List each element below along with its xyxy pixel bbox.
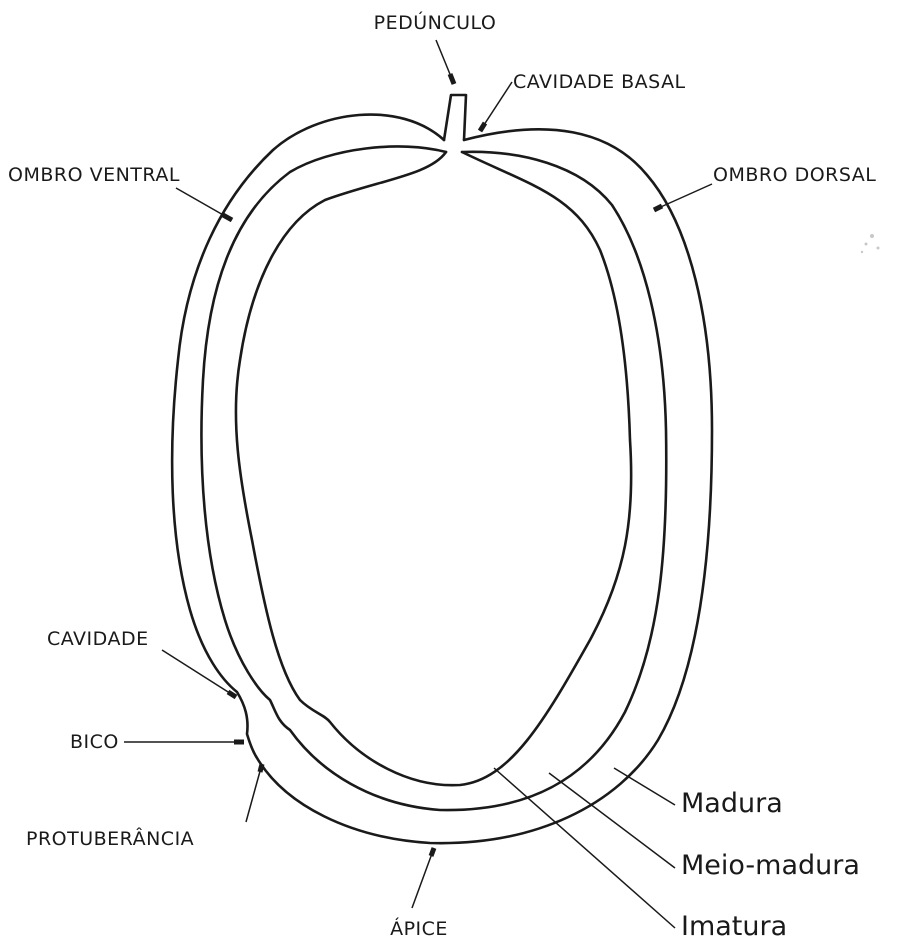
scan-specks [861, 234, 880, 253]
cavity-label: CAVIDADE [47, 628, 149, 650]
half-ripe-stage-label: Meio-madura [681, 850, 860, 881]
label-stage-ripe: Madura [614, 768, 783, 819]
peduncle-label: PEDÚNCULO [374, 10, 497, 34]
outline-half-ripe [201, 146, 666, 810]
peduncle-stem [444, 95, 466, 140]
label-cavity: CAVIDADE [47, 628, 236, 697]
label-peduncle: PEDÚNCULO [374, 10, 497, 84]
outline-immature [236, 152, 631, 785]
label-basal-cavity: CAVIDADE BASAL [480, 71, 686, 131]
label-beak: BICO [70, 731, 244, 753]
ventral-shoulder-label: OMBRO VENTRAL [8, 164, 180, 186]
basal-cavity-label: CAVIDADE BASAL [513, 71, 686, 93]
apex-label: ÁPICE [390, 917, 448, 940]
dorsal-shoulder-label: OMBRO DORSAL [713, 164, 876, 186]
beak-label: BICO [70, 731, 119, 753]
label-dorsal-shoulder: OMBRO DORSAL [654, 164, 876, 210]
label-protuberance: PROTUBERÂNCIA [26, 764, 262, 850]
ripe-stage-label: Madura [681, 788, 783, 819]
label-apex: ÁPICE [390, 848, 448, 940]
protuberance-label: PROTUBERÂNCIA [26, 827, 194, 850]
immature-stage-label: Imatura [681, 911, 787, 942]
label-ventral-shoulder: OMBRO VENTRAL [8, 164, 232, 220]
